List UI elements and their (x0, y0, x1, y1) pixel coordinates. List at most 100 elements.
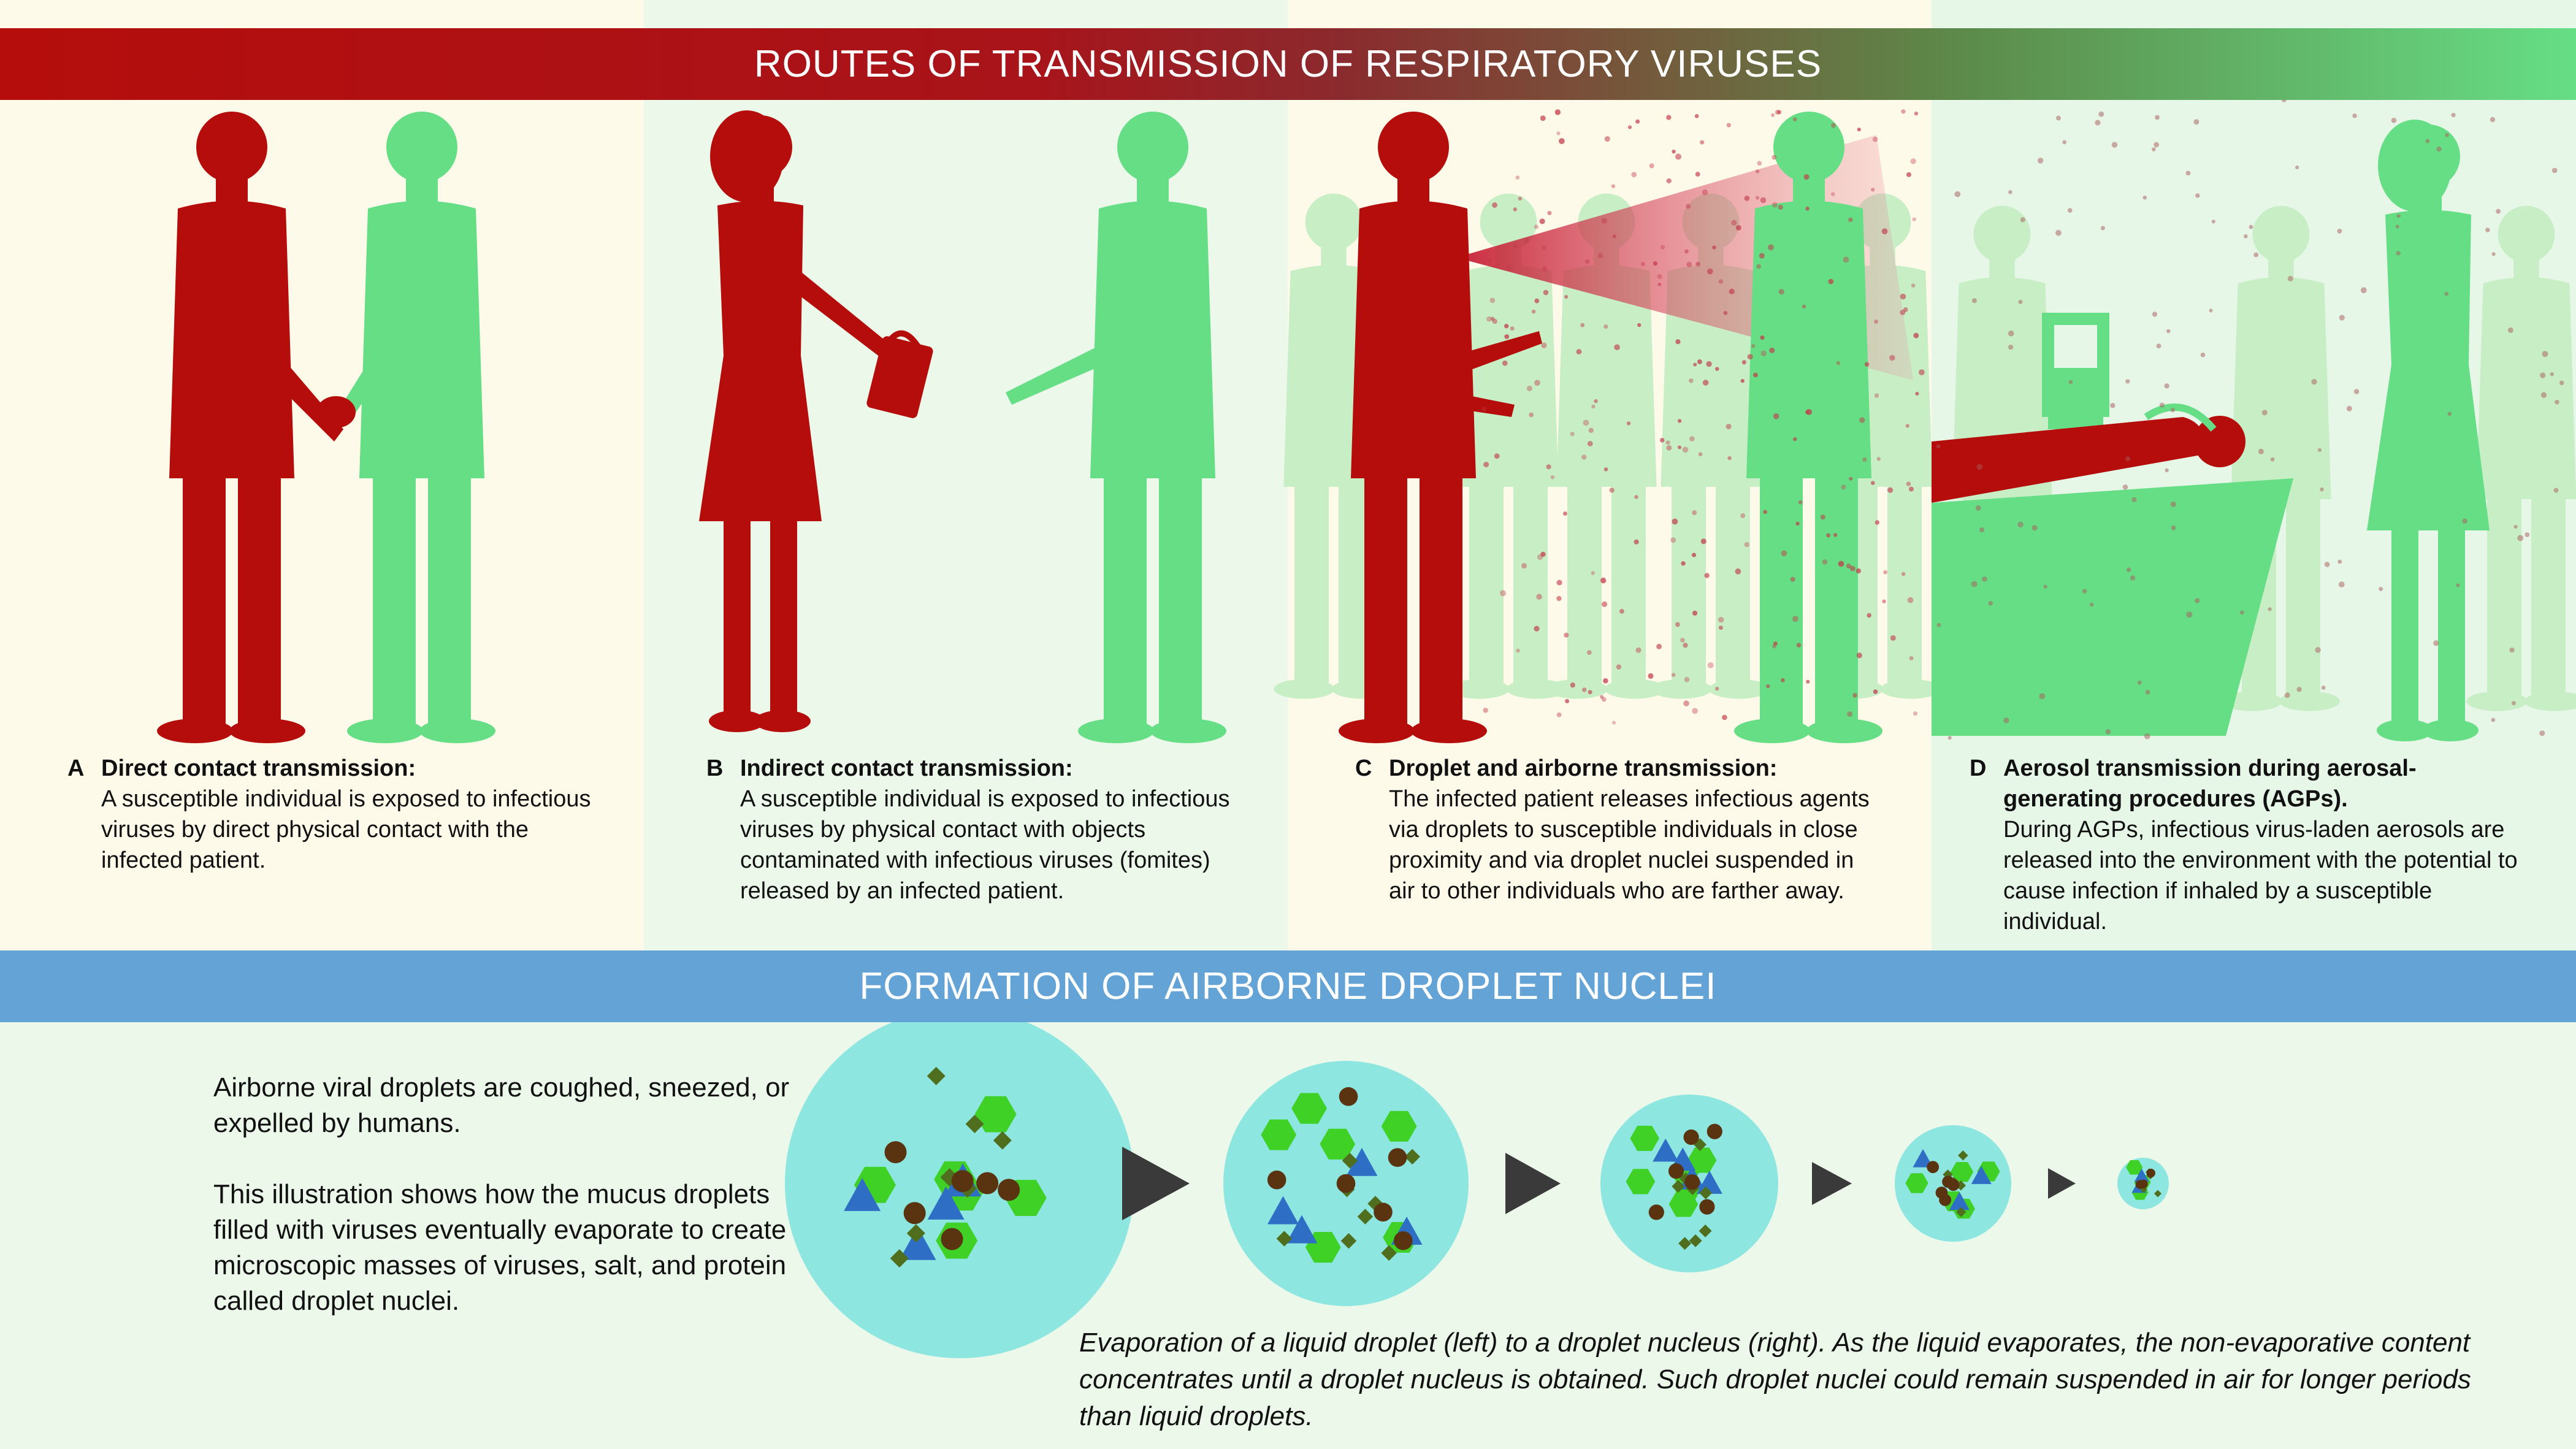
droplet-particle (1556, 712, 1562, 717)
droplet-particle (1637, 323, 1642, 327)
droplet-particle (1707, 268, 1713, 275)
droplet-particle (1802, 304, 1806, 309)
virus-hexagon (2126, 1160, 2143, 1175)
droplet-particle (1601, 218, 1607, 224)
aerosol-particle (2296, 687, 2302, 692)
panel-letter: B (706, 755, 724, 781)
droplet-particle (1731, 220, 1737, 226)
droplet-particle (1513, 244, 1518, 249)
aerosol-particle (2360, 287, 2367, 294)
protein-particle (1668, 1163, 1684, 1179)
aerosol-particle (2055, 229, 2062, 236)
aerosol-particle (2068, 380, 2073, 384)
droplet-particle (1751, 344, 1756, 348)
droplet-particle (1805, 206, 1810, 211)
aerosol-particle (2540, 372, 2546, 378)
droplet-particle (1795, 521, 1800, 526)
virus-hexagon (1261, 1119, 1297, 1150)
droplet-particle (1793, 437, 1797, 442)
aerosol-particle (1947, 736, 1952, 740)
droplet-particle (1744, 541, 1749, 548)
protein-particle (998, 1179, 1020, 1201)
aerosol-particle (2165, 468, 2169, 473)
explanation-paragraph: This illustration shows how the mucus dr… (213, 1179, 787, 1316)
virus-hexagon (1630, 1125, 1659, 1152)
droplet-particle (1660, 245, 1665, 250)
droplet-particle (1912, 217, 1916, 221)
aerosol-particle (2445, 132, 2449, 137)
salt-particle (1689, 1234, 1702, 1247)
droplet-particle (1871, 188, 1875, 192)
droplet-particle (1601, 697, 1607, 702)
virus-triangle (1267, 1196, 1299, 1225)
droplet-particle (1901, 109, 1906, 114)
droplet-particle (1847, 711, 1853, 717)
droplet-particle (1833, 533, 1838, 537)
droplet-particle (1906, 172, 1911, 177)
aerosol-particle (2512, 701, 2516, 706)
droplet-particle (1693, 362, 1697, 367)
aerosol-particle (2122, 484, 2128, 490)
salt-particle (1958, 1150, 1968, 1161)
droplet-particle (1694, 114, 1699, 118)
aerosol-particle (2425, 139, 2430, 143)
droplet-particle (1763, 510, 1768, 514)
aerosol-particle (1936, 444, 1941, 449)
aerosol-particle (2524, 532, 2530, 537)
droplet-particle (1542, 245, 1546, 250)
droplet-particle (1612, 234, 1616, 239)
droplet-particle (1905, 424, 1909, 428)
aerosol-particle (2130, 575, 2136, 581)
droplet-particle (1640, 262, 1645, 267)
droplet-particle (1909, 486, 1914, 492)
aerosol-particle (2240, 610, 2244, 615)
droplet-particle (1486, 316, 1492, 322)
droplet-evaporation-sequence (785, 1009, 2169, 1358)
virus-triangle (1949, 1191, 1970, 1210)
droplet-particle (1873, 689, 1878, 694)
droplet-particle (1915, 391, 1919, 396)
aerosol-particles (1936, 36, 2564, 740)
droplet-particle (1753, 372, 1758, 378)
infected-person-silhouette (699, 110, 908, 732)
panel-a-background (0, 0, 644, 950)
droplet-particle (1564, 632, 1569, 638)
droplet-particle (1760, 350, 1767, 357)
aerosol-particle (2193, 119, 2200, 125)
droplet-particle (1543, 289, 1549, 296)
droplet-particle (1691, 552, 1697, 557)
droplet-particle (1729, 288, 1735, 295)
aerosol-particle (2258, 448, 2264, 454)
droplet-particle (1671, 673, 1676, 677)
droplet-particle (1778, 204, 1783, 210)
panel-a-illustration (157, 112, 495, 743)
droplet-particle (1846, 564, 1851, 569)
droplet-particle (1780, 678, 1785, 682)
droplet-particle (1722, 714, 1727, 721)
droplet-particle (1718, 617, 1724, 623)
droplet-particle (1591, 571, 1595, 575)
aerosol-particle (2337, 229, 2342, 234)
droplet-particle (1597, 253, 1603, 259)
droplet-particle (1760, 335, 1765, 340)
aerosol-particle (2396, 251, 2401, 256)
droplet-particle (1656, 643, 1662, 649)
virus-triangle (844, 1177, 881, 1211)
droplet-particle (1631, 172, 1637, 178)
susceptible-person-silhouette (334, 112, 495, 743)
aerosol-particle (2542, 351, 2548, 357)
aerosol-particle (2507, 327, 2513, 333)
droplet-particle (1490, 316, 1495, 321)
salt-particle (993, 1131, 1012, 1150)
droplet-particle (1723, 311, 1728, 315)
aerosol-particle (2352, 113, 2357, 118)
aerosol-particle (2491, 717, 2496, 722)
aerosol-particle (2131, 497, 2137, 502)
droplet-particle (1531, 309, 1536, 314)
droplet-particle (1675, 622, 1680, 627)
droplet-particle (1849, 565, 1856, 572)
droplet-particle (1529, 412, 1534, 418)
droplet-particle (1672, 518, 1678, 525)
droplet-particle (1830, 192, 1835, 196)
susceptible-person-silhouette (1006, 112, 1226, 743)
